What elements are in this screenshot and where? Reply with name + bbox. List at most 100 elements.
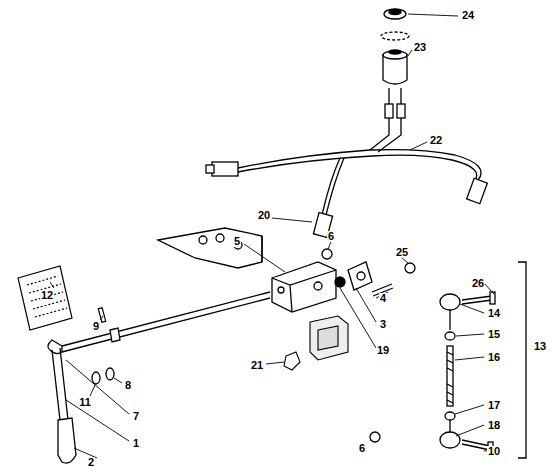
leader-lines [340,288,376,348]
callout-number: 6 [358,443,366,454]
cam-and-pin [357,272,365,280]
linkage-assembly [440,432,460,448]
decal-card [18,266,72,330]
lower-plate [318,326,338,350]
mounting-bracket [261,236,262,262]
ignition-switch [381,32,409,40]
ignition-switch [389,10,401,15]
ignition-switch [381,9,409,118]
leader-lines [356,288,376,322]
leader-lines [100,316,103,320]
linkage-assembly [445,332,455,340]
leader-lines [408,50,412,56]
throttle-housing [278,287,284,293]
leader-lines [460,304,484,313]
leader-lines [410,142,427,150]
linkage-assembly [445,412,455,420]
callout-number: 10 [487,446,501,457]
linkage-assembly [462,296,492,304]
callout-number: 23 [413,42,427,53]
leader-lines [50,282,54,288]
cam-and-pin [335,262,393,296]
wiring-harness [212,162,238,176]
mounting-bracket [216,234,224,242]
leader-lines [50,14,494,458]
callout-number: 4 [379,293,387,304]
leader-lines [408,14,458,16]
throttle-lever [52,348,68,420]
leader-lines [90,385,95,396]
nuts [370,432,380,442]
wiring-harness [238,155,477,182]
callout-number: 1 [132,438,140,449]
lower-plate [310,316,348,360]
lower-plate [284,316,348,370]
callout-number: 16 [487,352,501,363]
leader-lines [456,425,484,436]
linkage-assembly [447,352,453,403]
linkage-assembly [449,420,450,432]
callout-number: 7 [132,411,140,422]
callout-number: 21 [250,360,264,371]
linkage-assembly [405,262,526,458]
wiring-harness [467,178,488,203]
callout-number: 2 [87,457,95,468]
linkage-assembly [447,346,453,406]
callout-number: 9 [92,321,100,332]
linkage-assembly [405,263,415,273]
linkage-assembly [490,292,495,304]
callout-number: 24 [461,10,475,21]
lower-plate [284,352,300,370]
mounting-bracket [199,236,207,244]
leader-lines [455,405,484,414]
callout-number: 14 [487,308,501,319]
decal-card [27,276,67,317]
leader-lines [66,400,129,441]
linkage-assembly [518,262,526,458]
callout-number: 17 [487,400,501,411]
callout-number: 11 [78,397,92,408]
callout-number: 18 [487,420,501,431]
throttle-lever [106,368,114,380]
leader-lines [114,378,122,383]
mounting-bracket [158,228,262,268]
callout-number: 15 [487,329,501,340]
ignition-switch [383,51,407,59]
throttle-lever [62,292,270,352]
throttle-lever [58,418,76,463]
callout-number: 13 [533,341,547,352]
nuts [322,249,380,442]
callout-number: 19 [376,345,390,356]
ignition-switch [385,104,393,118]
throttle-housing [314,282,322,290]
wiring-harness [206,165,214,173]
wiring-harness [238,150,481,180]
nuts [322,249,332,259]
callout-number: 8 [124,380,132,391]
leader-lines [455,357,484,360]
leader-lines [456,334,484,336]
callout-number: 22 [429,135,443,146]
throttle-housing [272,270,336,312]
leader-lines [402,258,408,263]
callout-number: 3 [379,319,387,330]
linkage-assembly [440,294,460,310]
leader-lines [484,283,494,294]
ignition-switch [389,50,401,54]
wiring-harness [370,118,401,152]
leader-lines [266,362,284,364]
cam-and-pin [335,277,345,287]
throttle-lever [92,372,100,384]
throttle-lever [110,328,120,342]
linkage-assembly [449,310,450,330]
linkage-assembly [462,440,490,450]
callout-number: 26 [471,278,485,289]
wiring-harness [206,118,487,237]
leader-lines [244,244,285,272]
leader-lines [328,242,331,249]
wiring-harness [322,158,344,215]
ignition-switch [384,9,406,19]
ignition-switch [389,88,401,105]
leader-lines [272,218,312,222]
callout-number: 25 [395,247,409,258]
